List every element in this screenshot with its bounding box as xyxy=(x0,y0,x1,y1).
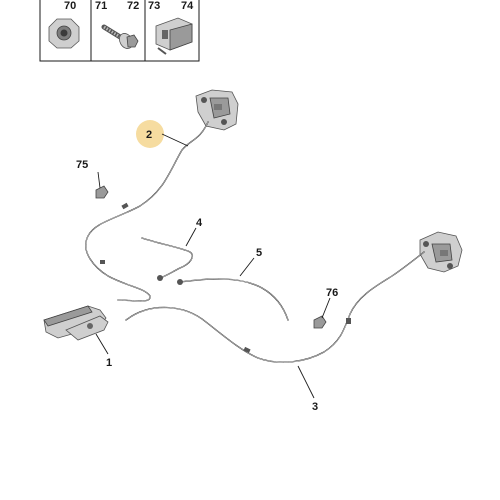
lower-caliper xyxy=(419,231,463,273)
callout-5: 5 xyxy=(256,247,262,259)
callout-4: 4 xyxy=(196,217,203,229)
leader-lines xyxy=(95,133,331,399)
clip-75 xyxy=(95,185,109,199)
fastener-label-73: 73 xyxy=(148,0,160,12)
handbrake-lever xyxy=(43,305,109,341)
cable-clip-icon xyxy=(155,17,193,55)
cable-2 xyxy=(85,121,209,302)
flange-bolt-icon xyxy=(101,24,139,49)
callout-75: 75 xyxy=(76,159,88,171)
fastener-label-71: 71 xyxy=(95,0,107,12)
callout-2: 2 xyxy=(146,129,152,141)
fastener-box-bolt xyxy=(90,0,146,62)
cable-3 xyxy=(125,251,425,363)
callout-76: 76 xyxy=(326,287,338,299)
flange-nut-icon xyxy=(48,18,80,49)
fastener-label-74: 74 xyxy=(181,0,194,12)
cable-5 xyxy=(177,278,289,321)
fastener-strip: 70 71 72 73 74 xyxy=(39,0,200,62)
fastener-label-72: 72 xyxy=(127,0,139,12)
fastener-label-70: 70 xyxy=(64,0,76,12)
callout-1: 1 xyxy=(106,357,112,369)
cable-4 xyxy=(141,237,194,281)
upper-caliper xyxy=(195,89,239,131)
clip-76 xyxy=(313,315,327,329)
callout-3: 3 xyxy=(312,401,318,413)
highlight-circle xyxy=(136,120,164,148)
